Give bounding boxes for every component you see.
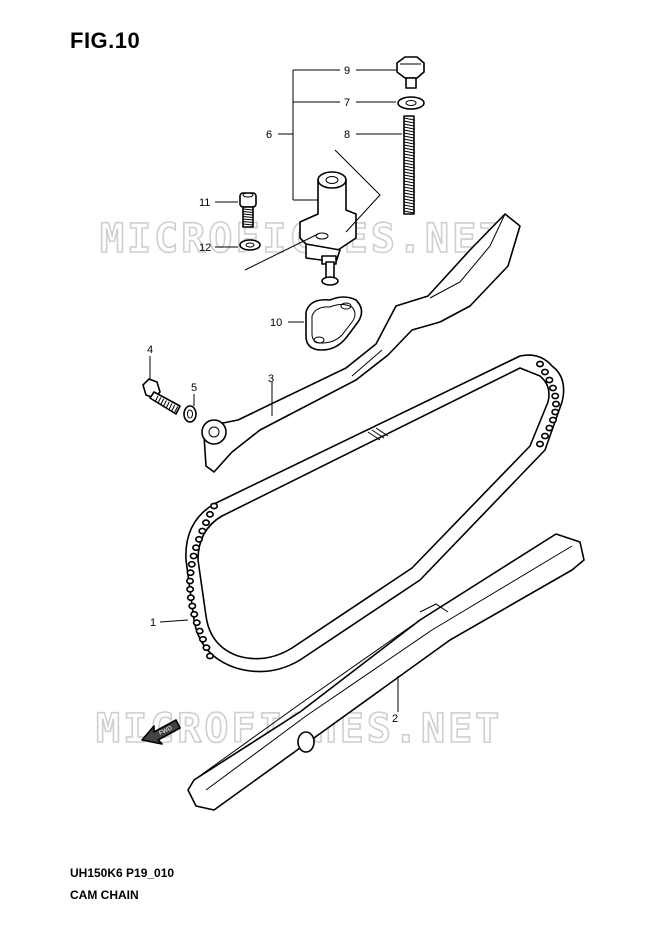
chain-link	[186, 569, 195, 577]
footer-diagram-code: UH150K6 P19_010	[70, 866, 175, 880]
part-2-chain-guide	[187, 533, 585, 811]
chain-link	[202, 644, 211, 652]
chain-link	[198, 527, 207, 535]
callout-6: 6	[266, 129, 272, 141]
chain-link	[540, 368, 549, 376]
chain-links	[186, 360, 560, 660]
chain-link	[551, 408, 560, 416]
callout-3: 3	[268, 373, 274, 385]
part-11-bolt	[215, 192, 257, 228]
callout-11: 11	[199, 197, 210, 209]
part-5-washer	[183, 394, 197, 423]
chain-break-marks	[367, 427, 389, 441]
chain-link	[545, 424, 554, 432]
chain-link	[195, 627, 204, 635]
footer-diagram-name: CAM CHAIN	[70, 888, 139, 902]
chain-link	[551, 400, 560, 408]
forward-arrow-label: FWD	[158, 725, 174, 736]
part-4-pivot-bolt	[142, 356, 181, 415]
chain-link	[198, 635, 207, 643]
callout-7: 7	[344, 97, 350, 109]
chain-link	[188, 602, 197, 610]
callout-2: 2	[392, 713, 398, 725]
chain-link	[205, 510, 214, 518]
forward-arrow-icon: FWD	[141, 719, 181, 745]
part-7-washer	[356, 96, 425, 110]
chain-link	[189, 552, 198, 560]
chain-link	[194, 535, 203, 543]
chain-link	[187, 560, 196, 568]
part-6-tensioner-body	[244, 149, 381, 286]
part-3-tensioner-guide	[201, 213, 521, 473]
chain-link	[545, 376, 554, 384]
chain-link	[548, 416, 557, 424]
chain-link	[551, 392, 560, 400]
part-1-cam-chain	[159, 354, 565, 673]
chain-link	[548, 384, 557, 392]
callout-12: 12	[199, 242, 211, 254]
part-12-washer	[215, 239, 261, 251]
callout-4: 4	[147, 344, 153, 356]
chain-link	[186, 594, 195, 602]
callout-10: 10	[270, 317, 282, 329]
chain-link	[202, 519, 211, 527]
chain-link	[540, 432, 549, 440]
callout-5: 5	[191, 382, 197, 394]
callout-9: 9	[344, 65, 350, 77]
chain-link	[186, 577, 195, 585]
chain-link	[186, 585, 195, 593]
callout-1: 1	[150, 617, 156, 629]
figure-title: FIG.10	[70, 28, 141, 53]
chain-link	[190, 610, 199, 618]
tensioner-callout-bracket	[278, 69, 340, 201]
chain-link	[210, 502, 219, 510]
chain-link	[535, 440, 544, 448]
part-10-gasket	[288, 296, 363, 351]
chain-link	[192, 544, 201, 552]
callout-8: 8	[344, 129, 350, 141]
chain-link	[192, 619, 201, 627]
part-9-bolt	[356, 56, 425, 89]
chain-link	[535, 360, 544, 368]
part-8-spring	[356, 115, 415, 215]
chain-link	[206, 652, 215, 660]
